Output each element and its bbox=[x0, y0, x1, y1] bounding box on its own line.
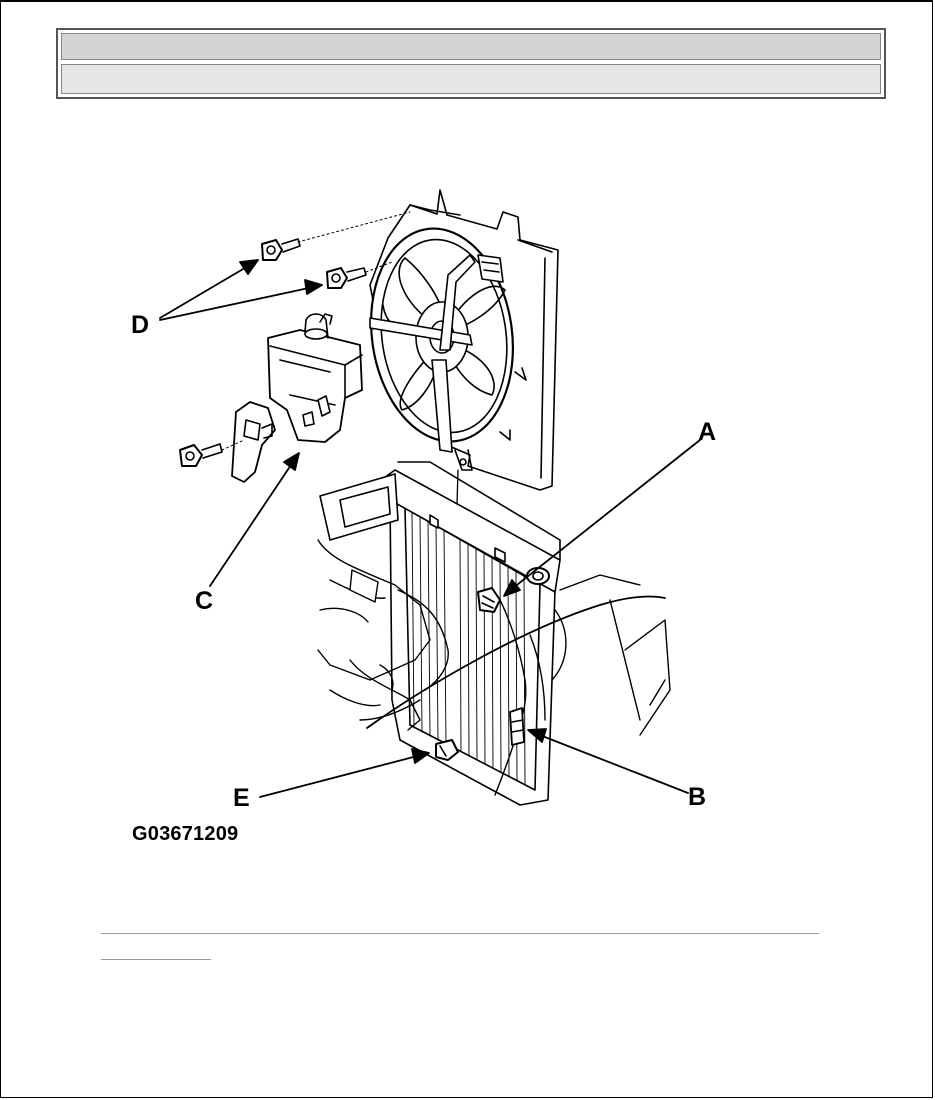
callout-b: B bbox=[688, 783, 706, 811]
leader-d-1 bbox=[159, 261, 256, 319]
section-header bbox=[56, 28, 886, 99]
leader-a bbox=[507, 439, 701, 593]
arrowhead-d-1 bbox=[239, 259, 259, 275]
figure-id: G03671209 bbox=[132, 823, 239, 845]
leader-arrows bbox=[159, 259, 701, 798]
callout-d: D bbox=[131, 311, 149, 339]
callout-a: A bbox=[698, 418, 716, 446]
tank-stay bbox=[231, 401, 276, 483]
arrowhead-e bbox=[411, 748, 430, 764]
connector-a bbox=[477, 587, 501, 613]
header-subtitle-bar bbox=[61, 64, 881, 94]
assembly-guides bbox=[221, 211, 411, 451]
arrowhead-c bbox=[283, 452, 300, 471]
bolt-d-upper bbox=[261, 238, 301, 261]
leader-b bbox=[531, 731, 689, 794]
bolt-tank bbox=[179, 443, 223, 467]
leader-e bbox=[259, 753, 426, 798]
engine-bay bbox=[317, 539, 671, 736]
divider-line bbox=[101, 933, 819, 934]
reserve-tank bbox=[267, 313, 363, 443]
header-title-bar bbox=[61, 33, 881, 60]
callout-c: C bbox=[195, 587, 213, 615]
leader-d-2 bbox=[159, 285, 319, 321]
fan-shroud bbox=[369, 189, 559, 491]
bolt-e bbox=[435, 739, 459, 761]
divider-line-short bbox=[101, 959, 211, 960]
arrowhead-d-2 bbox=[304, 279, 323, 295]
callout-e: E bbox=[233, 784, 250, 812]
leader-c bbox=[209, 455, 298, 587]
wiring-harness bbox=[494, 599, 546, 796]
arrowhead-b bbox=[527, 728, 547, 743]
bolt-d-lower bbox=[326, 267, 367, 289]
arrowhead-a bbox=[503, 579, 521, 597]
